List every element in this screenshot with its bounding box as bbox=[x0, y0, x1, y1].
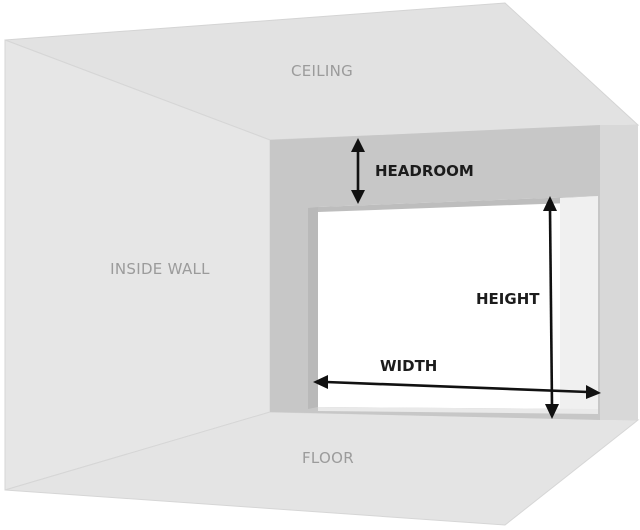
door-opening bbox=[318, 196, 598, 409]
opening-floor-lip bbox=[318, 407, 598, 414]
width-label: WIDTH bbox=[380, 357, 437, 375]
opening-left-reveal bbox=[308, 207, 318, 409]
opening-right-reveal bbox=[560, 196, 598, 409]
headroom-label: HEADROOM bbox=[375, 162, 474, 180]
ceiling-label: CEILING bbox=[291, 62, 353, 80]
width-arrow bbox=[313, 375, 601, 399]
floor-label: FLOOR bbox=[302, 449, 354, 467]
right-side-strip bbox=[600, 125, 638, 420]
inside-wall-label: INSIDE WALL bbox=[110, 260, 210, 278]
headroom-arrow bbox=[351, 138, 365, 204]
height-label: HEIGHT bbox=[476, 290, 540, 308]
height-arrow bbox=[543, 196, 559, 419]
opening-top-reveal bbox=[318, 196, 598, 212]
